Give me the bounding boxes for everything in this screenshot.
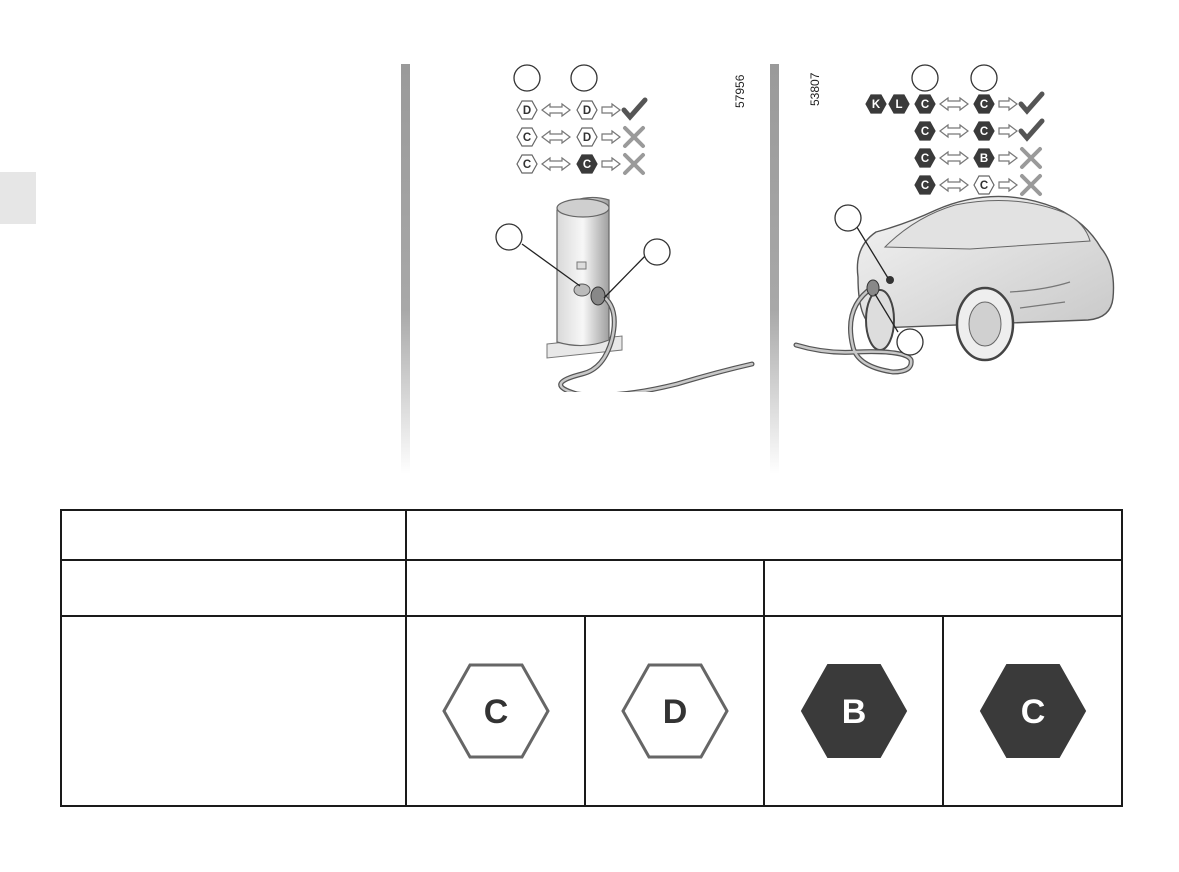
svg-text:C: C <box>921 126 929 138</box>
connector-symbol-table: C D B C <box>60 509 1123 807</box>
bidirectional-arrow-icon <box>939 177 969 193</box>
hexagon-symbol-icon: C <box>516 127 538 147</box>
check-icon <box>1018 91 1045 115</box>
table-row <box>60 509 1123 561</box>
arrow-right-icon <box>601 102 621 118</box>
hexagon-symbol-icon: D <box>516 100 538 120</box>
bidirectional-arrow-icon <box>939 150 969 166</box>
svg-text:D: D <box>583 132 591 144</box>
svg-text:C: C <box>921 180 929 192</box>
vehicle-illustration <box>793 195 1115 375</box>
arrow-right-icon <box>998 150 1018 166</box>
table-cell <box>60 509 407 561</box>
hexagon-symbol-icon: C <box>979 664 1086 758</box>
hexagon-symbol-icon: C <box>576 154 598 174</box>
arrow-right-icon <box>998 96 1018 112</box>
svg-text:B: B <box>980 153 988 165</box>
cross-icon <box>1020 174 1042 196</box>
figure-number: 53807 <box>808 72 822 106</box>
hexagon-symbol-icon: C <box>516 154 538 174</box>
bidirectional-arrow-icon <box>541 129 571 145</box>
vehicle-figure: K L C C C C C B C C <box>780 62 1125 392</box>
svg-text:C: C <box>1020 693 1045 731</box>
svg-text:C: C <box>523 159 531 171</box>
table-cell <box>60 559 407 617</box>
svg-text:D: D <box>523 105 531 117</box>
callout-circle <box>834 204 862 232</box>
symbol-cell: C <box>942 615 1123 807</box>
hexagon-symbol-icon: C <box>914 121 936 141</box>
arrow-right-icon <box>601 129 621 145</box>
svg-text:K: K <box>872 99 881 111</box>
table-cell <box>763 559 1123 617</box>
arrow-right-icon <box>998 123 1018 139</box>
svg-text:C: C <box>523 132 531 144</box>
svg-text:C: C <box>583 159 591 171</box>
callout-circle <box>570 64 598 92</box>
cross-icon <box>1020 147 1042 169</box>
hexagon-symbol-icon: D <box>576 127 598 147</box>
bidirectional-arrow-icon <box>939 96 969 112</box>
callout-circle <box>643 238 671 266</box>
svg-text:D: D <box>662 693 687 731</box>
hexagon-symbol-icon: D <box>576 100 598 120</box>
figure-divider-left <box>401 64 410 474</box>
hexagon-symbol-icon: C <box>441 663 550 759</box>
symbol-cell: B <box>763 615 944 807</box>
arrow-right-icon <box>998 177 1018 193</box>
table-cell <box>405 559 765 617</box>
table-cell <box>60 615 407 807</box>
hexagon-symbol-icon: C <box>914 175 936 195</box>
svg-text:C: C <box>483 693 508 731</box>
hexagon-symbol-icon: C <box>973 175 995 195</box>
table-cell <box>405 509 1123 561</box>
figure-number: 57956 <box>733 74 747 108</box>
cross-icon <box>623 153 645 175</box>
svg-text:D: D <box>583 105 591 117</box>
svg-text:C: C <box>980 126 988 138</box>
svg-text:C: C <box>921 153 929 165</box>
symbol-cell: D <box>584 615 765 807</box>
hexagon-symbol-icon: C <box>914 94 936 114</box>
svg-text:C: C <box>980 99 988 111</box>
table-row: C D B C <box>60 615 1123 807</box>
figure-divider-right <box>770 64 779 474</box>
hexagon-symbol-icon: B <box>973 148 995 168</box>
cross-icon <box>623 126 645 148</box>
hexagon-symbol-icon: C <box>914 148 936 168</box>
arrow-right-icon <box>601 156 621 172</box>
svg-text:L: L <box>895 99 902 111</box>
section-tab <box>0 172 36 224</box>
callout-circle <box>911 64 939 92</box>
bidirectional-arrow-icon <box>939 123 969 139</box>
charging-station-illustration <box>546 197 755 392</box>
callout-circle <box>896 328 924 356</box>
hexagon-symbol-icon: D <box>620 663 729 759</box>
callout-circle <box>495 223 523 251</box>
charging-station-figure: D D C D C C <box>412 62 767 392</box>
svg-text:B: B <box>841 693 866 731</box>
table-row <box>60 559 1123 617</box>
check-icon <box>621 97 648 121</box>
bidirectional-arrow-icon <box>541 102 571 118</box>
bidirectional-arrow-icon <box>541 156 571 172</box>
hexagon-symbol-icon: C <box>973 94 995 114</box>
callout-circle <box>513 64 541 92</box>
hexagon-symbol-icon: B <box>800 664 907 758</box>
symbol-cell: C <box>405 615 586 807</box>
svg-text:C: C <box>921 99 929 111</box>
callout-circle <box>970 64 998 92</box>
svg-text:C: C <box>980 180 988 192</box>
hexagon-symbol-icon: L <box>888 94 910 114</box>
hexagon-symbol-icon: K <box>865 94 887 114</box>
check-icon <box>1018 118 1045 142</box>
hexagon-symbol-icon: C <box>973 121 995 141</box>
